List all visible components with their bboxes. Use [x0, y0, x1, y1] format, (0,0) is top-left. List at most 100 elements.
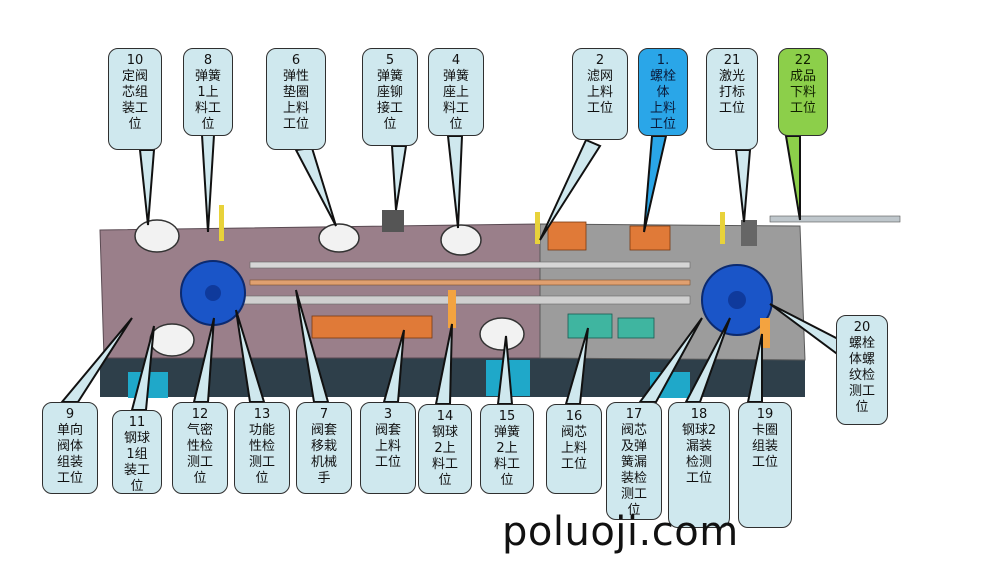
leader-6 — [294, 146, 337, 227]
leader-4 — [446, 135, 464, 229]
tray-2 — [547, 221, 587, 251]
tray-16b — [617, 317, 655, 339]
orange-post-19 — [760, 318, 770, 348]
laser-station-21 — [741, 220, 757, 246]
callout-10-text: 定阀 芯组 装工 位 — [121, 69, 148, 132]
leader-12 — [192, 317, 215, 403]
callout-1: 1. 螺栓 体 上料 工位 — [638, 48, 688, 136]
callout-7-text: 阀套 移栽 机械 手 — [310, 423, 337, 486]
callout-7-number: 7 — [319, 407, 329, 422]
callout-15: 15 弹簧 2上 料工 位 — [480, 404, 534, 494]
callout-1-number: 1. — [656, 53, 670, 68]
callout-3-text: 阀套 上料 工位 — [374, 423, 401, 470]
callout-21: 21 激光 打标 工位 — [706, 48, 758, 150]
callout-16-number: 16 — [565, 409, 583, 424]
callout-1-text: 螺栓 体 上料 工位 — [649, 69, 676, 132]
callout-3-number: 3 — [383, 407, 393, 422]
callout-17-number: 17 — [625, 407, 643, 422]
callout-5: 5 弹簧 座铆 接工 位 — [362, 48, 418, 146]
callout-4: 4 弹簧 座上 料工 位 — [428, 48, 484, 136]
callout-5-text: 弹簧 座铆 接工 位 — [376, 69, 403, 132]
callout-16-text: 阀芯 上料 工位 — [560, 425, 587, 472]
callout-5-number: 5 — [385, 53, 395, 68]
watermark-text: poluoji.com — [502, 509, 739, 555]
turntable-left-hub — [205, 285, 221, 301]
callout-7: 7 阀套 移栽 机械 手 — [296, 402, 352, 494]
leader-14 — [434, 323, 453, 405]
callout-6: 6 弹性 垫圈 上料 工位 — [266, 48, 326, 150]
callout-21-number: 21 — [723, 53, 741, 68]
callout-20-number: 20 — [853, 320, 871, 335]
callout-15-text: 弹簧 2上 料工 位 — [493, 425, 520, 488]
rivet-station-5 — [382, 210, 404, 232]
leader-20 — [769, 303, 841, 358]
callout-22-text: 成品 下料 工位 — [789, 69, 816, 116]
callout-22-number: 22 — [794, 53, 812, 68]
callout-8: 8 弹簧 1上 料工 位 — [183, 48, 233, 136]
leader-19 — [746, 333, 763, 403]
feeder-bowl-4 — [440, 224, 482, 256]
turntable-right-hub — [728, 291, 746, 309]
leader-5 — [390, 145, 408, 211]
callout-13: 13 功能 性检 测工 位 — [234, 402, 290, 494]
feeder-bowl-15 — [479, 317, 525, 351]
callout-15-number: 15 — [498, 409, 516, 424]
callout-18-number: 18 — [690, 407, 708, 422]
callout-9-text: 单向 阀体 组装 工位 — [56, 423, 83, 486]
callout-8-text: 弹簧 1上 料工 位 — [194, 69, 221, 132]
callout-6-text: 弹性 垫圈 上料 工位 — [282, 69, 309, 132]
callout-21-text: 激光 打标 工位 — [718, 69, 745, 116]
callout-10: 10 定阀 芯组 装工 位 — [108, 48, 162, 150]
callout-12-number: 12 — [191, 407, 209, 422]
tray-1 — [629, 225, 671, 251]
leader-7 — [295, 289, 330, 403]
callout-12-text: 气密 性检 测工 位 — [186, 423, 213, 486]
leader-1 — [643, 135, 668, 233]
tray-16 — [567, 313, 613, 339]
leader-9 — [59, 317, 133, 403]
callout-19: 19 卡圈 组装 工位 — [738, 402, 792, 528]
leader-2 — [539, 138, 602, 241]
yellow-post-2 — [535, 212, 540, 244]
callout-6-number: 6 — [291, 53, 301, 68]
orange-post-14 — [448, 290, 456, 328]
yellow-post-8 — [219, 205, 224, 241]
callout-4-number: 4 — [451, 53, 461, 68]
callout-11: 11 钢球 1组 装工 位 — [112, 410, 162, 494]
callout-11-number: 11 — [128, 415, 146, 430]
callout-20: 20 螺栓 体螺 纹检 测工 位 — [836, 315, 888, 425]
callout-19-text: 卡圈 组装 工位 — [751, 423, 778, 470]
callout-14: 14 钢球 2上 料工 位 — [418, 404, 472, 494]
callout-2-text: 滤网 上料 工位 — [586, 69, 613, 116]
callout-4-text: 弹簧 座上 料工 位 — [442, 69, 469, 132]
tray-3 — [311, 315, 433, 339]
callout-8-number: 8 — [203, 53, 213, 68]
leader-10 — [138, 149, 156, 226]
leader-11 — [130, 325, 155, 411]
callout-18: 18 钢球2 漏装 检测 工位 — [668, 402, 730, 528]
leader-3 — [382, 329, 405, 403]
callout-9: 9 单向 阀体 组装 工位 — [42, 402, 98, 494]
callout-16: 16 阀芯 上料 工位 — [546, 404, 602, 494]
callout-2: 2 滤网 上料 工位 — [572, 48, 628, 140]
rail-middle — [249, 279, 691, 286]
callout-12: 12 气密 性检 测工 位 — [172, 402, 228, 494]
callout-2-number: 2 — [595, 53, 605, 68]
callout-13-text: 功能 性检 测工 位 — [248, 423, 275, 486]
callout-17-text: 阀芯 及弹 簧漏 装检 测工 位 — [620, 423, 647, 518]
feeder-bowl-6 — [318, 223, 360, 253]
feeder-bowl-10 — [134, 219, 180, 253]
callout-19-number: 19 — [756, 407, 774, 422]
leader-13 — [235, 309, 266, 403]
callout-17: 17 阀芯 及弹 簧漏 装检 测工 位 — [606, 402, 662, 520]
callout-14-text: 钢球 2上 料工 位 — [431, 425, 458, 488]
output-conveyor — [769, 215, 901, 223]
callout-14-number: 14 — [436, 409, 454, 424]
callout-18-text: 钢球2 漏装 检测 工位 — [681, 423, 717, 486]
callout-22: 22 成品 下料 工位 — [778, 48, 828, 136]
callout-20-text: 螺栓 体螺 纹检 测工 位 — [848, 336, 875, 415]
callout-9-number: 9 — [65, 407, 75, 422]
rail-upper — [249, 261, 691, 269]
